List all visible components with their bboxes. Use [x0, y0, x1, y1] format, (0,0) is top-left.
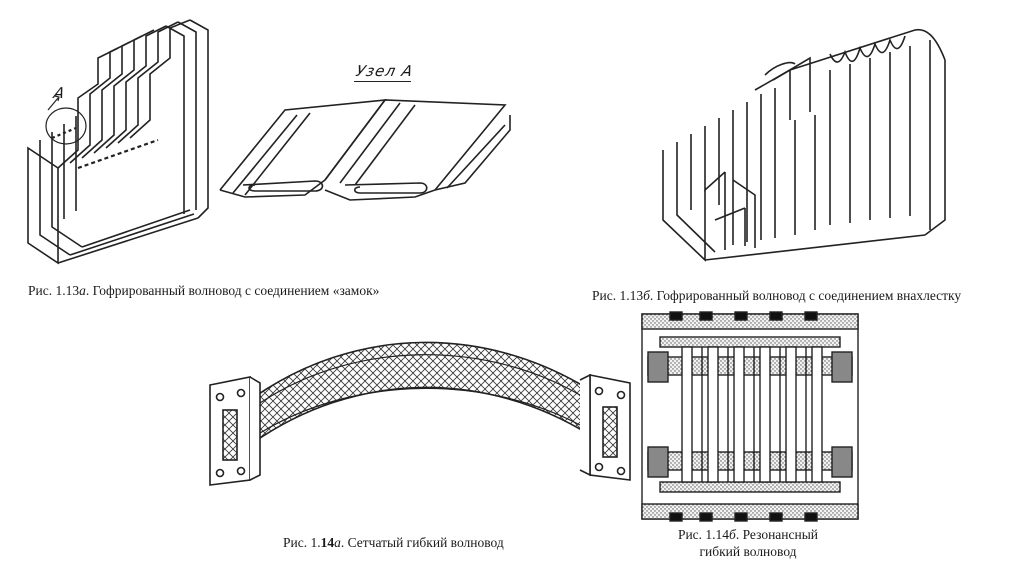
caption-number: Рис. 1.13 [592, 288, 644, 303]
caption-fig-1-14b: Рис. 1.14б. Резонансный гибкий волновод [648, 526, 848, 560]
caption-letter: а [334, 535, 341, 550]
caption-text: . Гофрированный волновод с соединением «… [85, 283, 380, 298]
corrugated-waveguide-overlap-drawing [655, 20, 955, 275]
caption-fig-1-13a: Рис. 1.13а. Гофрированный волновод с сое… [28, 282, 379, 299]
caption-letter: б [729, 527, 736, 542]
node-a-text: Узел А [354, 62, 416, 80]
caption-line-1: Рис. 1.14б. Резонансный [648, 526, 848, 543]
lock-seam-detail-drawing [215, 85, 515, 215]
mesh-flexible-waveguide-drawing [205, 325, 635, 490]
caption-number: Рис. 1. [283, 535, 321, 550]
node-a-label: Узел А [353, 62, 416, 82]
caption-fig-1-13b: Рис. 1.13б. Гофрированный волновод с сое… [592, 287, 961, 304]
caption-fig-1-14a: Рис. 1.14а. Сетчатый гибкий волновод [283, 534, 504, 551]
caption-number-bold: 14 [320, 535, 335, 550]
caption-letter: а [79, 283, 86, 298]
caption-text: . Сетчатый гибкий волновод [340, 535, 504, 550]
caption-text: . Резонансный [735, 527, 819, 542]
caption-number: Рис. 1.13 [28, 283, 80, 298]
corrugated-waveguide-lock-drawing [18, 18, 218, 268]
resonant-flexible-waveguide-drawing [640, 311, 860, 522]
caption-number: Рис. 1.14 [677, 527, 730, 542]
caption-text: . Гофрированный волновод с соединением в… [649, 288, 962, 303]
caption-letter: б [643, 288, 650, 303]
caption-line-2: гибкий волновод [699, 544, 797, 559]
